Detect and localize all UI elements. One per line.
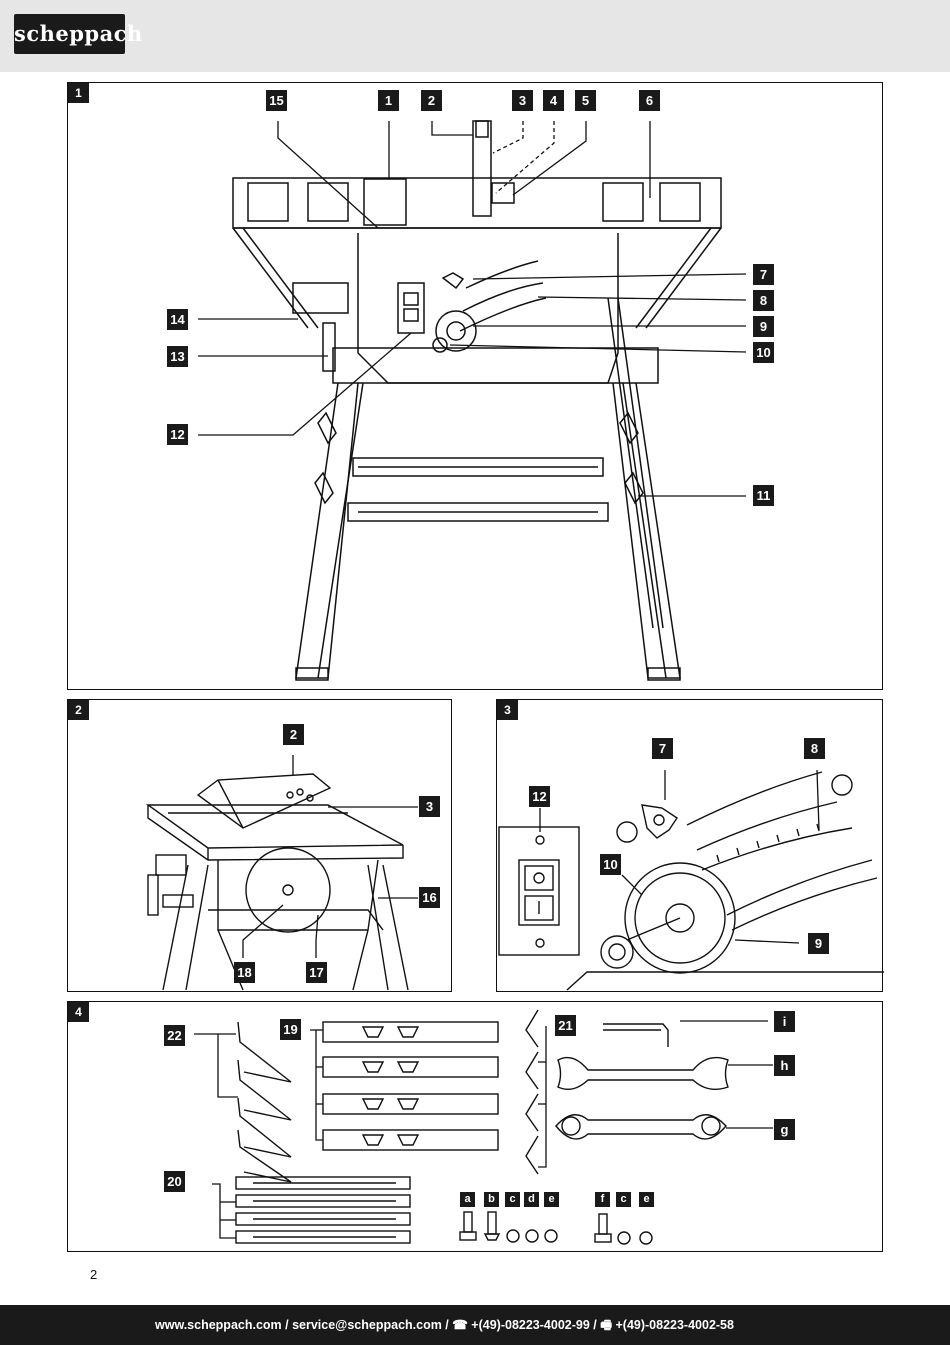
- callout-g: g: [774, 1119, 795, 1140]
- figure-4-panel: 4: [67, 1001, 883, 1252]
- callout-18: 18: [234, 962, 255, 983]
- callout-8: 8: [753, 290, 774, 311]
- hardware-label-e: e: [544, 1192, 559, 1207]
- hardware-label-d: d: [524, 1192, 539, 1207]
- callout-2: 2: [283, 724, 304, 745]
- page-number: 2: [90, 1267, 98, 1282]
- figure-number: 1: [68, 83, 89, 103]
- hardware-label-f: f: [595, 1192, 610, 1207]
- hardware-label-c: c: [505, 1192, 520, 1207]
- callout-12: 12: [529, 786, 550, 807]
- page-footer: www.scheppach.com / service@scheppach.co…: [0, 1305, 950, 1345]
- callout-16: 16: [419, 887, 440, 908]
- table-saw-front-drawing: [198, 120, 747, 681]
- bevel-adjustment-detail-drawing: [498, 769, 884, 991]
- hardware-label-e-2: e: [639, 1192, 654, 1207]
- callout-3: 3: [512, 90, 533, 111]
- callout-22: 22: [164, 1025, 185, 1046]
- hardware-label-b: b: [484, 1192, 499, 1207]
- figure-2-panel: 2: [67, 699, 452, 992]
- callout-5: 5: [575, 90, 596, 111]
- callout-6: 6: [639, 90, 660, 111]
- callout-9: 9: [753, 316, 774, 337]
- callout-11: 11: [753, 485, 774, 506]
- callout-17: 17: [306, 962, 327, 983]
- callout-8: 8: [804, 738, 825, 759]
- callout-3: 3: [419, 796, 440, 817]
- callout-15: 15: [266, 90, 287, 111]
- callout-7: 7: [753, 264, 774, 285]
- parts-list-drawing: [194, 1009, 773, 1245]
- figure-number: 2: [68, 700, 89, 720]
- callout-19: 19: [280, 1019, 301, 1040]
- page-header: scheppach: [0, 0, 950, 72]
- callout-h: h: [774, 1055, 795, 1076]
- brand-logo: scheppach: [14, 14, 143, 54]
- logo-text: scheppach: [14, 21, 143, 46]
- callout-4: 4: [543, 90, 564, 111]
- callout-14: 14: [167, 309, 188, 330]
- figure-number: 4: [68, 1002, 89, 1022]
- figure-3-panel: 3: [496, 699, 884, 992]
- callout-12: 12: [167, 424, 188, 445]
- footer-contact: www.scheppach.com / service@scheppach.co…: [155, 1318, 734, 1332]
- callout-1: 1: [378, 90, 399, 111]
- table-saw-perspective-drawing: [145, 755, 418, 991]
- figure-1-panel: 1: [67, 82, 883, 690]
- hardware-label-c-2: c: [616, 1192, 631, 1207]
- figure-number: 3: [497, 700, 518, 720]
- callout-i: i: [774, 1011, 795, 1032]
- hardware-label-a: a: [460, 1192, 475, 1207]
- callout-7: 7: [652, 738, 673, 759]
- callout-2: 2: [421, 90, 442, 111]
- callout-21: 21: [555, 1015, 576, 1036]
- callout-10: 10: [753, 342, 774, 363]
- callout-13: 13: [167, 346, 188, 367]
- callout-9: 9: [808, 933, 829, 954]
- callout-20: 20: [164, 1171, 185, 1192]
- callout-10: 10: [600, 854, 621, 875]
